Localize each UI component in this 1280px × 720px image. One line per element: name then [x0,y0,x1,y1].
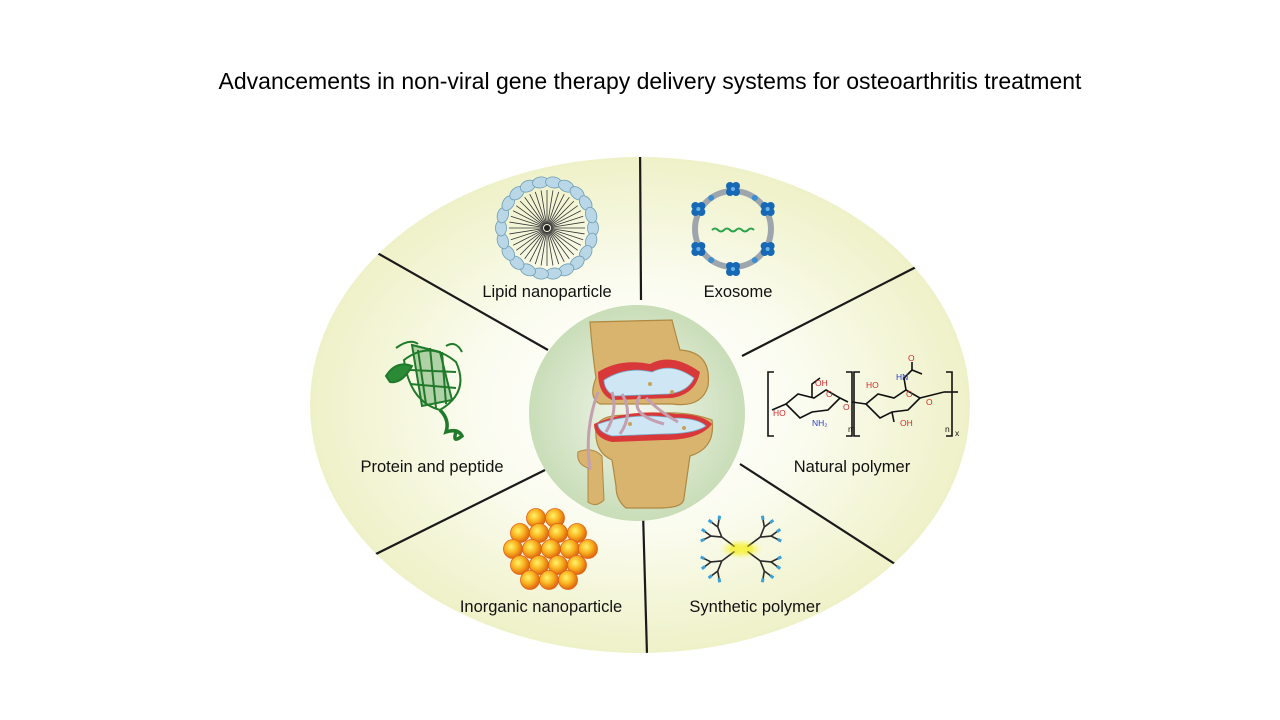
knee-joint-icon [577,319,714,509]
protein-ribbon-icon [384,340,465,441]
chem-link-o-1: O [843,402,850,412]
chem-oh-1: OH [815,378,828,388]
chem-x: x [955,428,960,438]
label-inorganic-nanoparticle: Inorganic nanoparticle [460,598,622,616]
chem-ring-o-2: O [906,389,913,399]
chem-ho-1: HO [773,408,786,418]
chem-o: O [908,353,915,363]
chem-link-o-2: O [926,397,933,407]
dendrimer-icon [700,515,782,583]
inorganic-nanoparticle-icon [503,508,598,590]
polysaccharide-structure-icon [767,362,958,437]
chem-n: n [945,424,950,434]
label-synthetic-polymer: Synthetic polymer [689,598,821,616]
label-exosome: Exosome [704,283,773,301]
slide-title: Advancements in non-viral gene therapy d… [218,68,1082,94]
chem-hn: HN [896,372,908,382]
label-natural-polymer: Natural polymer [794,458,911,476]
chem-nh2: NH₂ [812,418,828,428]
lipid-nanoparticle-icon [495,176,599,280]
label-lipid-nanoparticle: Lipid nanoparticle [482,283,611,301]
chem-m: m [848,424,855,434]
chem-ho-2: HO [866,380,879,390]
segment-dividers [371,157,919,653]
label-protein-and-peptide: Protein and peptide [360,458,503,476]
exosome-icon [691,182,775,276]
chem-oh-2: OH [900,418,913,428]
chem-ring-o-1: O [826,389,833,399]
